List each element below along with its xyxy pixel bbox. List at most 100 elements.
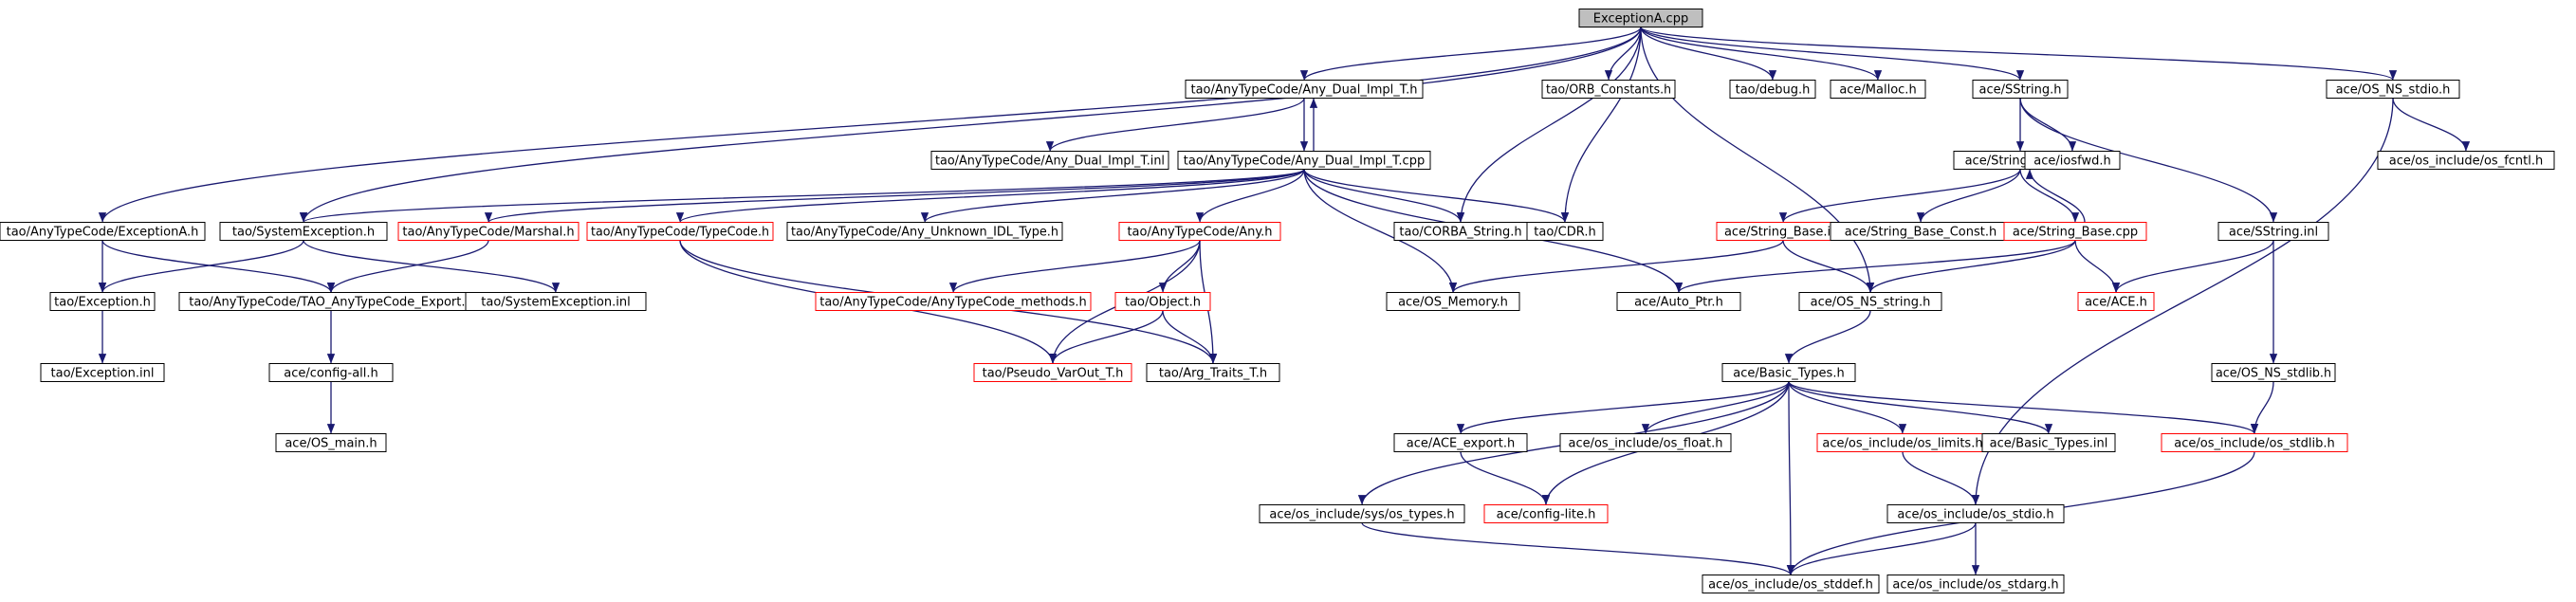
node-box — [1578, 9, 1703, 27]
node-box — [2326, 80, 2460, 99]
node-tao-exception-h[interactable]: tao/Exception.h — [49, 292, 156, 311]
node-box — [2217, 222, 2329, 241]
edge-root-to-dual-h — [1299, 27, 1642, 81]
node-box — [1972, 80, 2069, 99]
nodes-layer: ExceptionA.cpp tao/AnyTypeCode/Any_Dual_I… — [0, 9, 2555, 593]
node-ace-malloc-h[interactable]: ace/Malloc.h — [1830, 80, 1926, 99]
node-ace-ace-h[interactable]: ace/ACE.h — [2077, 292, 2155, 311]
node-ace-os-include-os-stdarg-h[interactable]: ace/os_include/os_stdarg.h — [1886, 575, 2065, 593]
node-box — [2211, 363, 2336, 382]
edge-string-base-cpp-to-ace-h — [2074, 240, 2121, 293]
edge-root-to-os-ns-stdio — [1640, 26, 2397, 82]
node-ace-ace-export-h[interactable]: ace/ACE_export.h — [1393, 433, 1528, 452]
node-ace-config-lite-h[interactable]: ace/config-lite.h — [1483, 504, 1609, 523]
node-box — [1526, 222, 1604, 241]
node-box — [2024, 151, 2121, 170]
node-label: tao/AnyTypeCode/Marshal.h — [402, 226, 574, 240]
node-label: tao/AnyTypeCode/ExceptionA.h — [7, 226, 199, 240]
node-ace-os-main-h[interactable]: ace/OS_main.h — [275, 433, 387, 452]
node-ace-basic-types-h[interactable]: ace/Basic_Types.h — [1721, 363, 1856, 382]
node-tao-cdr-h[interactable]: tao/CDR.h — [1526, 222, 1604, 241]
edge-string-base-cpp-to-auto-ptr — [1675, 239, 2076, 294]
node-box — [1386, 292, 1520, 311]
node-ace-sstring-h[interactable]: ace/SString.h — [1972, 80, 2069, 99]
node-tao-exception-inl[interactable]: tao/Exception.inl — [40, 363, 165, 382]
node-label: ace/OS_NS_string.h — [1811, 296, 1931, 310]
node-tao-anytypecode-any-dual-impl-t-inl[interactable]: tao/AnyTypeCode/Any_Dual_Impl_T.inl — [930, 151, 1169, 170]
node-box — [1114, 292, 1211, 311]
edge-root-to-debug — [1640, 27, 1777, 81]
node-box — [1541, 80, 1676, 99]
node-ace-os-ns-stdlib-h[interactable]: ace/OS_NS_stdlib.h — [2211, 363, 2336, 382]
node-ace-config-all-h[interactable]: ace/config-all.h — [268, 363, 394, 382]
node-box — [219, 222, 388, 241]
node-ace-os-include-os-stddef-h[interactable]: ace/os_include/os_stddef.h — [1702, 575, 1880, 593]
node-tao-anytypecode-any-dual-impl-t-h[interactable]: tao/AnyTypeCode/Any_Dual_Impl_T.h — [1185, 80, 1424, 99]
edge-dual-cpp-to-typecode — [676, 168, 1305, 224]
node-box — [930, 151, 1169, 170]
node-tao-anytypecode-typecode-h[interactable]: tao/AnyTypeCode/TypeCode.h — [586, 222, 774, 241]
node-label: ace/os_include/os_stdio.h — [1897, 508, 2053, 522]
node-ace-os-include-os-stdio-h[interactable]: ace/os_include/os_stdio.h — [1886, 504, 2065, 523]
node-label: ace/String_Base.cpp — [2013, 226, 2138, 240]
node-tao-systemexception-inl[interactable]: tao/SystemException.inl — [465, 292, 647, 311]
node-ace-os-ns-string-h[interactable]: ace/OS_NS_string.h — [1798, 292, 1942, 311]
node-label: ace/OS_Memory.h — [1398, 296, 1508, 310]
edge-any-h-to-tc-methods — [948, 240, 1201, 293]
node-tao-anytypecode-any-h[interactable]: tao/AnyTypeCode/Any.h — [1118, 222, 1281, 241]
edge-root-to-corba-string — [1456, 27, 1642, 223]
node-ace-string-base-inl[interactable]: ace/String_Base.inl — [1716, 222, 1850, 241]
node-tao-pseudo-varout-t-h[interactable]: tao/Pseudo_VarOut_T.h — [973, 363, 1132, 382]
node-tao-anytypecode-any-unknown-idl-type-h[interactable]: tao/AnyTypeCode/Any_Unknown_IDL_Type.h — [786, 222, 1063, 241]
node-label: tao/Exception.h — [54, 296, 151, 310]
edge-exceptionA-h-to-tao-export — [101, 240, 336, 293]
node-label: ace/Basic_Types.inl — [1990, 437, 2108, 451]
node-ace-string-base-cpp[interactable]: ace/String_Base.cpp — [2003, 222, 2147, 241]
node-ace-iosfwd-h[interactable]: ace/iosfwd.h — [2024, 151, 2121, 170]
edge-os-stdio-to-os-stddef — [1786, 522, 1977, 575]
node-ace-string-base-const-h[interactable]: ace/String_Base_Const.h — [1830, 222, 2012, 241]
node-tao-systemexception-h[interactable]: tao/SystemException.h — [219, 222, 388, 241]
edge-basic-types-h-to-ace-export — [1456, 381, 1790, 434]
node-tao-object-h[interactable]: tao/Object.h — [1114, 292, 1211, 311]
edge-os-ns-stdlib-to-os-stdlib — [2250, 381, 2274, 434]
node-box — [2077, 292, 2155, 311]
node-tao-arg-traits-t-h[interactable]: tao/Arg_Traits_T.h — [1146, 363, 1280, 382]
node-exceptiona-cpp[interactable]: ExceptionA.cpp — [1578, 9, 1703, 27]
node-tao-anytypecode-any-dual-impl-t-cpp[interactable]: tao/AnyTypeCode/Any_Dual_Impl_T.cpp — [1177, 151, 1431, 170]
node-box — [0, 222, 206, 241]
node-tao-debug-h[interactable]: tao/debug.h — [1729, 80, 1816, 99]
node-label: ace/os_include/os_stdlib.h — [2174, 437, 2334, 451]
edge-basic-types-h-to-os-stdlib — [1788, 380, 2258, 435]
node-box — [1559, 433, 1732, 452]
node-box — [815, 292, 1092, 311]
node-label: tao/CDR.h — [1534, 226, 1595, 240]
edge-root-to-sysexc-h — [299, 27, 1642, 223]
node-tao-corba-string-h[interactable]: tao/CORBA_String.h — [1393, 222, 1528, 241]
node-tao-anytypecode-anytypecode-methods-h[interactable]: tao/AnyTypeCode/AnyTypeCode_methods.h — [815, 292, 1092, 311]
node-label: ace/SString.h — [1979, 83, 2062, 98]
node-ace-basic-types-inl[interactable]: ace/Basic_Types.inl — [1981, 433, 2116, 452]
node-ace-sstring-inl[interactable]: ace/SString.inl — [2217, 222, 2329, 241]
node-tao-anytypecode-tao-anytypecode-export-h[interactable]: tao/AnyTypeCode/TAO_AnyTypeCode_Export.h — [178, 292, 484, 311]
node-label: tao/AnyTypeCode/Any.h — [1127, 226, 1272, 240]
node-box — [1721, 363, 1856, 382]
edge-root-to-malloc — [1640, 27, 1883, 81]
edge-string-base-h-to-string-base-inl — [1778, 169, 2021, 223]
node-ace-os-memory-h[interactable]: ace/OS_Memory.h — [1386, 292, 1520, 311]
node-ace-os-include-os-stdlib-h[interactable]: ace/os_include/os_stdlib.h — [2161, 433, 2348, 452]
node-tao-anytypecode-exceptiona-h[interactable]: tao/AnyTypeCode/ExceptionA.h — [0, 222, 206, 241]
node-box — [586, 222, 774, 241]
node-ace-auto-ptr-h[interactable]: ace/Auto_Ptr.h — [1616, 292, 1741, 311]
node-label: ace/config-lite.h — [1497, 508, 1596, 522]
node-ace-os-ns-stdio-h[interactable]: ace/OS_NS_stdio.h — [2326, 80, 2460, 99]
node-ace-os-include-os-float-h[interactable]: ace/os_include/os_float.h — [1559, 433, 1732, 452]
node-tao-orb-constants-h[interactable]: tao/ORB_Constants.h — [1541, 80, 1676, 99]
node-ace-os-include-os-fcntl-h[interactable]: ace/os_include/os_fcntl.h — [2377, 151, 2555, 170]
node-box — [1393, 433, 1528, 452]
node-tao-anytypecode-marshal-h[interactable]: tao/AnyTypeCode/Marshal.h — [397, 222, 580, 241]
node-box — [2003, 222, 2147, 241]
edge-os-ns-stdio-to-os-fcntl — [2392, 98, 2471, 152]
node-ace-os-include-sys-os-types-h[interactable]: ace/os_include/sys/os_types.h — [1259, 504, 1465, 523]
node-ace-os-include-os-limits-h[interactable]: ace/os_include/os_limits.h — [1816, 433, 1989, 452]
